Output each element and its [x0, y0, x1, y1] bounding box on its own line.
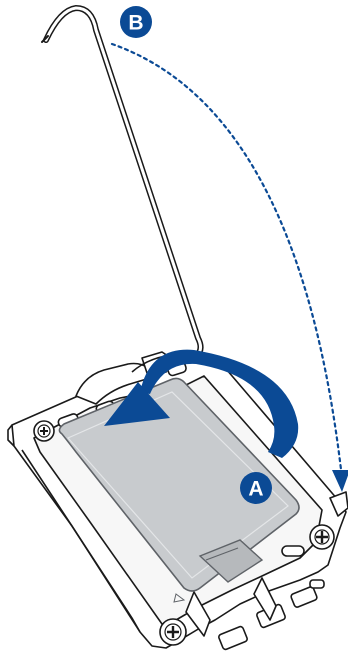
step-b-badge: B [120, 6, 152, 38]
phillips-screw-right [310, 525, 334, 549]
step-b-arrowhead [332, 470, 348, 492]
phillips-screw-top-left [34, 421, 54, 441]
step-a-badge: A [240, 472, 272, 504]
step-a-label: A [248, 478, 263, 501]
phillips-screw-bottom-left [160, 619, 186, 645]
step-b-label: B [128, 12, 143, 35]
load-lever [42, 8, 201, 364]
